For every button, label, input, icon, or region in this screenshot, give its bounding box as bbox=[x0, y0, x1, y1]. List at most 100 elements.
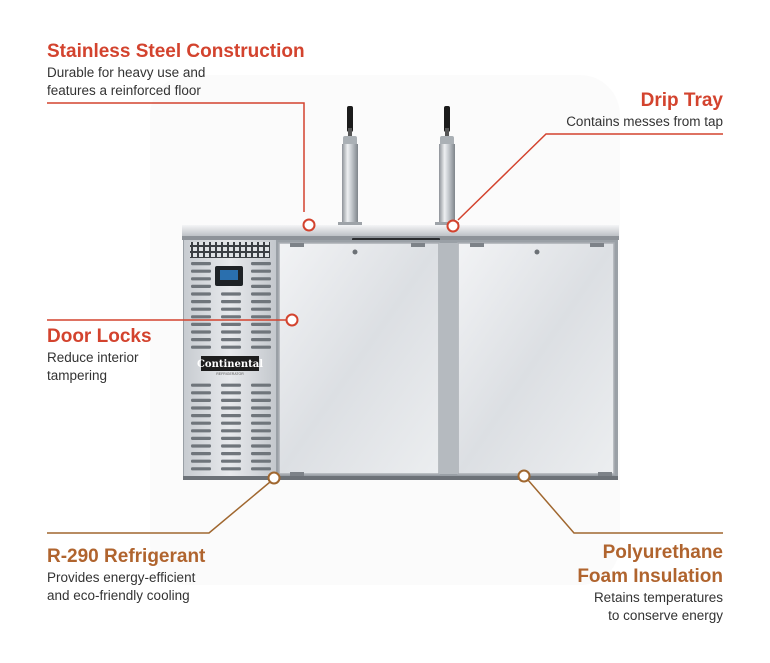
vent-slot bbox=[191, 300, 211, 304]
vent-slot bbox=[191, 345, 211, 349]
vent-slot bbox=[221, 429, 241, 433]
callout-door-locks-desc-2: tampering bbox=[47, 368, 108, 383]
vent-slot bbox=[251, 444, 271, 448]
vent-slot bbox=[221, 391, 241, 395]
callout-line-door-locks bbox=[47, 313, 299, 327]
callout-stainless: Stainless Steel Construction Durable for… bbox=[47, 40, 305, 100]
vent-slot bbox=[251, 338, 271, 342]
vent-slot bbox=[191, 269, 211, 273]
vent-slot bbox=[251, 322, 271, 326]
vent-slot bbox=[191, 391, 211, 395]
vent-slot bbox=[191, 322, 211, 326]
vent-slot bbox=[251, 383, 271, 387]
vent-slot bbox=[251, 292, 271, 296]
callout-refrigerant-desc-2: and eco-friendly cooling bbox=[47, 588, 190, 603]
vent-slot bbox=[221, 467, 241, 471]
vent-slot bbox=[221, 300, 241, 304]
ventilation-louvers bbox=[191, 262, 271, 471]
vent-slot bbox=[191, 414, 211, 418]
countertop bbox=[182, 225, 619, 242]
callout-drip-tray: Drip Tray Contains messes from tap bbox=[566, 89, 723, 131]
vent-slot bbox=[221, 414, 241, 418]
callout-line-insulation bbox=[517, 469, 723, 534]
door-left bbox=[278, 242, 440, 476]
vent-slot bbox=[221, 459, 241, 463]
vent-slot bbox=[251, 421, 271, 425]
vent-slot bbox=[251, 284, 271, 288]
vent-slot bbox=[251, 315, 271, 319]
callout-refrigerant-title: R-290 Refrigerant bbox=[47, 546, 206, 567]
vent-slot bbox=[251, 269, 271, 273]
vent-slot bbox=[221, 398, 241, 402]
vent-slot bbox=[191, 467, 211, 471]
vent-slot bbox=[221, 338, 241, 342]
callout-stainless-desc-1: Durable for heavy use and bbox=[47, 65, 206, 80]
brand-logo: Continental bbox=[197, 359, 263, 370]
beer-tower-left bbox=[338, 106, 362, 228]
vent-slot bbox=[221, 345, 241, 349]
door-right bbox=[457, 242, 615, 476]
vent-slot bbox=[221, 330, 241, 334]
vent-slot bbox=[191, 436, 211, 440]
compressor-panel: Continental REFRIGERATOR bbox=[184, 240, 276, 476]
callout-insulation-desc-1: Retains temperatures bbox=[593, 590, 723, 605]
vent-slot bbox=[221, 421, 241, 425]
vent-slot bbox=[251, 277, 271, 281]
vent-slot bbox=[221, 315, 241, 319]
vent-slot bbox=[191, 330, 211, 334]
vent-slot bbox=[191, 338, 211, 342]
callout-line-stainless bbox=[47, 102, 316, 232]
callout-insulation-title-2: Foam Insulation bbox=[577, 566, 723, 587]
brand-subtext: REFRIGERATOR bbox=[216, 372, 244, 376]
callout-insulation: Polyurethane Foam Insulation Retains tem… bbox=[577, 541, 723, 625]
callout-door-locks-desc-1: Reduce interior bbox=[47, 350, 139, 365]
vent-slot bbox=[191, 444, 211, 448]
vent-slot bbox=[191, 406, 211, 410]
callout-stainless-desc-2: features a reinforced floor bbox=[47, 83, 201, 98]
vent-slot bbox=[191, 429, 211, 433]
callout-drip-tray-title: Drip Tray bbox=[640, 90, 723, 111]
vent-slot bbox=[251, 300, 271, 304]
vent-slot bbox=[191, 421, 211, 425]
callout-door-locks-title: Door Locks bbox=[47, 326, 152, 347]
callout-refrigerant: R-290 Refrigerant Provides energy-effici… bbox=[47, 545, 205, 605]
callout-stainless-title: Stainless Steel Construction bbox=[47, 41, 305, 62]
vent-slot bbox=[251, 398, 271, 402]
vent-slot bbox=[221, 322, 241, 326]
base-kick bbox=[183, 476, 618, 480]
callout-line-drip-tray bbox=[446, 133, 723, 233]
vent-slot bbox=[221, 307, 241, 311]
vent-slot bbox=[251, 459, 271, 463]
vent-slot bbox=[191, 277, 211, 281]
vent-slot bbox=[221, 383, 241, 387]
callout-line-refrigerant bbox=[47, 471, 281, 534]
vent-slot bbox=[251, 330, 271, 334]
vent-slot bbox=[191, 284, 211, 288]
vent-slot bbox=[191, 398, 211, 402]
vent-slot bbox=[191, 307, 211, 311]
vent-slot bbox=[191, 262, 211, 266]
vent-slot bbox=[251, 307, 271, 311]
callout-insulation-title-1: Polyurethane bbox=[602, 542, 723, 563]
vent-slot bbox=[221, 292, 241, 296]
vent-slot bbox=[191, 459, 211, 463]
callout-drip-tray-desc: Contains messes from tap bbox=[566, 114, 723, 129]
vent-slot bbox=[251, 467, 271, 471]
vent-slot bbox=[251, 345, 271, 349]
vent-slot bbox=[251, 414, 271, 418]
vent-slot bbox=[251, 429, 271, 433]
vent-slot bbox=[191, 452, 211, 456]
vent-slot bbox=[251, 262, 271, 266]
vent-slot bbox=[251, 436, 271, 440]
vent-slot bbox=[251, 452, 271, 456]
vent-slot bbox=[221, 444, 241, 448]
center-mullion bbox=[439, 243, 458, 474]
vent-slot bbox=[191, 292, 211, 296]
vent-slot bbox=[221, 452, 241, 456]
vent-slot bbox=[221, 406, 241, 410]
callout-door-locks: Door Locks Reduce interior tampering bbox=[47, 325, 152, 385]
vent-slot bbox=[251, 391, 271, 395]
callout-refrigerant-desc-1: Provides energy-efficient bbox=[47, 570, 196, 585]
callout-insulation-desc-2: to conserve energy bbox=[608, 608, 723, 623]
